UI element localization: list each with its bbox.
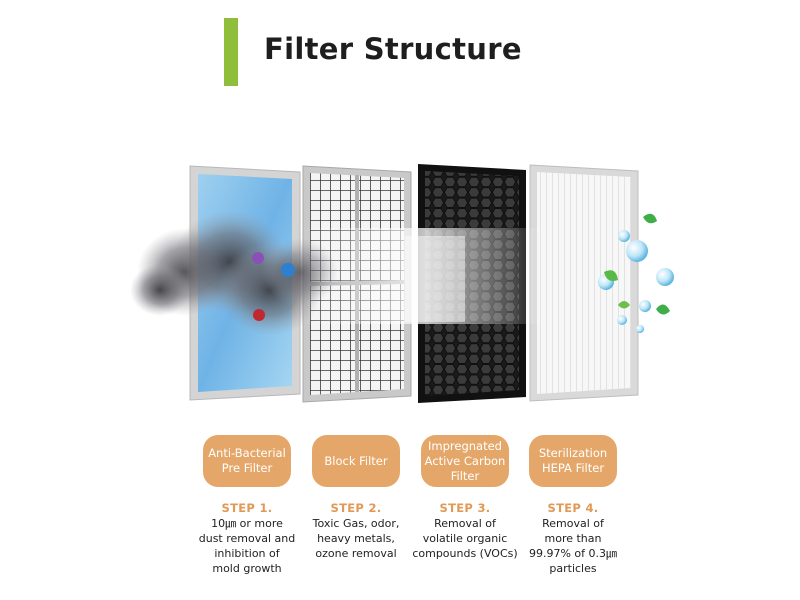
step-4-filter-name: Sterilization HEPA Filter (529, 435, 617, 487)
step-1-description: 10㎛ or more dust removal and inhibition … (198, 517, 296, 575)
germ-particles (252, 252, 295, 321)
hepa-filter-panel (529, 164, 639, 402)
step-1-filter-name: Anti-Bacterial Pre Filter (203, 435, 291, 487)
step-3-description: Removal of volatile organic compounds (V… (412, 517, 518, 560)
smoke-cloud (130, 210, 338, 336)
page-title: Filter Structure (264, 32, 522, 66)
step-1-heading: STEP 1. (221, 501, 273, 515)
title-accent-bar (224, 18, 238, 86)
leaf-icons (604, 213, 670, 315)
air-flow-band (300, 228, 550, 324)
filter-layers-illustration (130, 164, 674, 403)
step-2-description: Toxic Gas, odor, heavy metals, ozone rem… (312, 517, 400, 560)
step-4-description: Removal of more than 99.97% of 0.3㎛ part… (528, 517, 618, 575)
step-3-heading: STEP 3. (439, 501, 491, 515)
step-2-heading: STEP 2. (330, 501, 382, 515)
step-2-filter-name: Block Filter (312, 435, 400, 487)
step-4-heading: STEP 4. (547, 501, 599, 515)
step-3-filter-name: Impregnated Active Carbon Filter (421, 435, 509, 487)
clean-air-bubbles (598, 230, 674, 333)
